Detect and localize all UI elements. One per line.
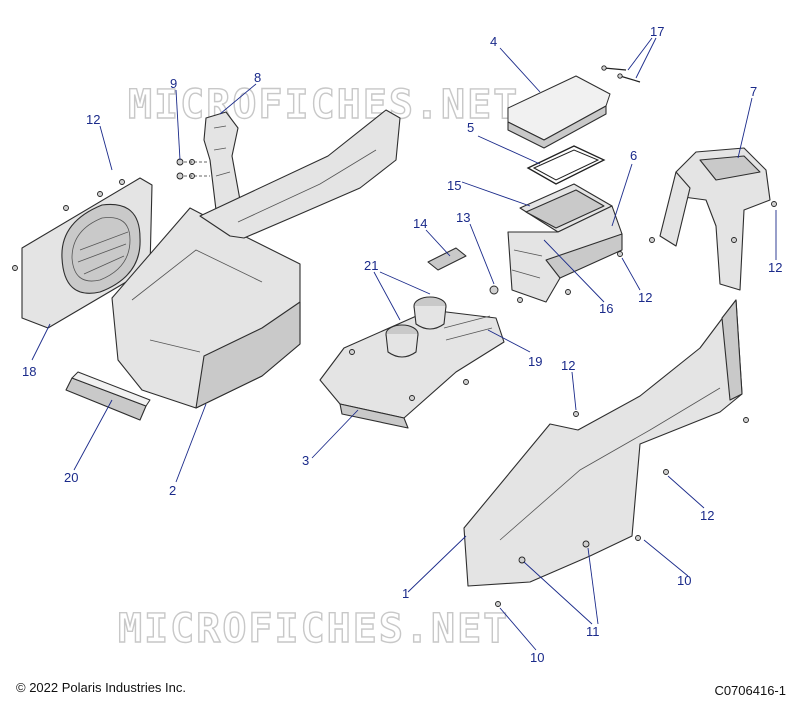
part-seal xyxy=(526,145,606,185)
part-right-panel xyxy=(463,299,749,607)
callout-17: 17 xyxy=(650,24,664,39)
callout-18: 18 xyxy=(22,364,36,379)
callout-4: 4 xyxy=(490,34,497,49)
callout-19: 19 xyxy=(528,354,542,369)
callout-15: 15 xyxy=(447,178,461,193)
part-screws-17 xyxy=(601,65,641,83)
part-storage-bin xyxy=(489,183,623,303)
part-left-console xyxy=(111,109,401,409)
callout-11: 11 xyxy=(586,624,600,639)
watermark-top: MICROFICHES.NET xyxy=(128,82,519,128)
callout-13: 13 xyxy=(456,210,470,225)
callout-7: 7 xyxy=(750,84,757,99)
callout-3: 3 xyxy=(302,453,309,468)
callout-12-left: 12 xyxy=(86,112,100,127)
callout-14: 14 xyxy=(413,216,427,231)
callout-10-bottom: 10 xyxy=(530,650,544,665)
callout-12-rear: 12 xyxy=(768,260,782,275)
callout-10-right: 10 xyxy=(677,573,691,588)
callout-6: 6 xyxy=(630,148,637,163)
leader-lines xyxy=(31,37,777,651)
watermark-bottom: MICROFICHES.NET xyxy=(118,606,509,652)
callout-1: 1 xyxy=(402,586,409,601)
callout-12-bin: 12 xyxy=(638,290,652,305)
part-rear-cover xyxy=(649,147,777,291)
callout-8: 8 xyxy=(254,70,261,85)
callout-12-panel-right: 12 xyxy=(700,508,714,523)
part-speaker-panel xyxy=(12,177,153,329)
callout-16: 16 xyxy=(599,301,613,316)
callout-20: 20 xyxy=(64,470,78,485)
callout-labels: 1 2 3 4 5 6 7 8 9 10 10 11 12 12 12 12 1… xyxy=(22,24,782,665)
callout-21: 21 xyxy=(364,258,378,273)
figure-id: C0706416-1 xyxy=(714,683,786,698)
part-pad xyxy=(65,371,151,421)
part-center-console xyxy=(319,247,505,429)
callout-5: 5 xyxy=(467,120,474,135)
callout-12-panel-top: 12 xyxy=(561,358,575,373)
part-lid xyxy=(507,75,611,149)
callout-2: 2 xyxy=(169,483,176,498)
copyright-text: © 2022 Polaris Industries Inc. xyxy=(16,680,186,695)
callout-9: 9 xyxy=(170,76,177,91)
